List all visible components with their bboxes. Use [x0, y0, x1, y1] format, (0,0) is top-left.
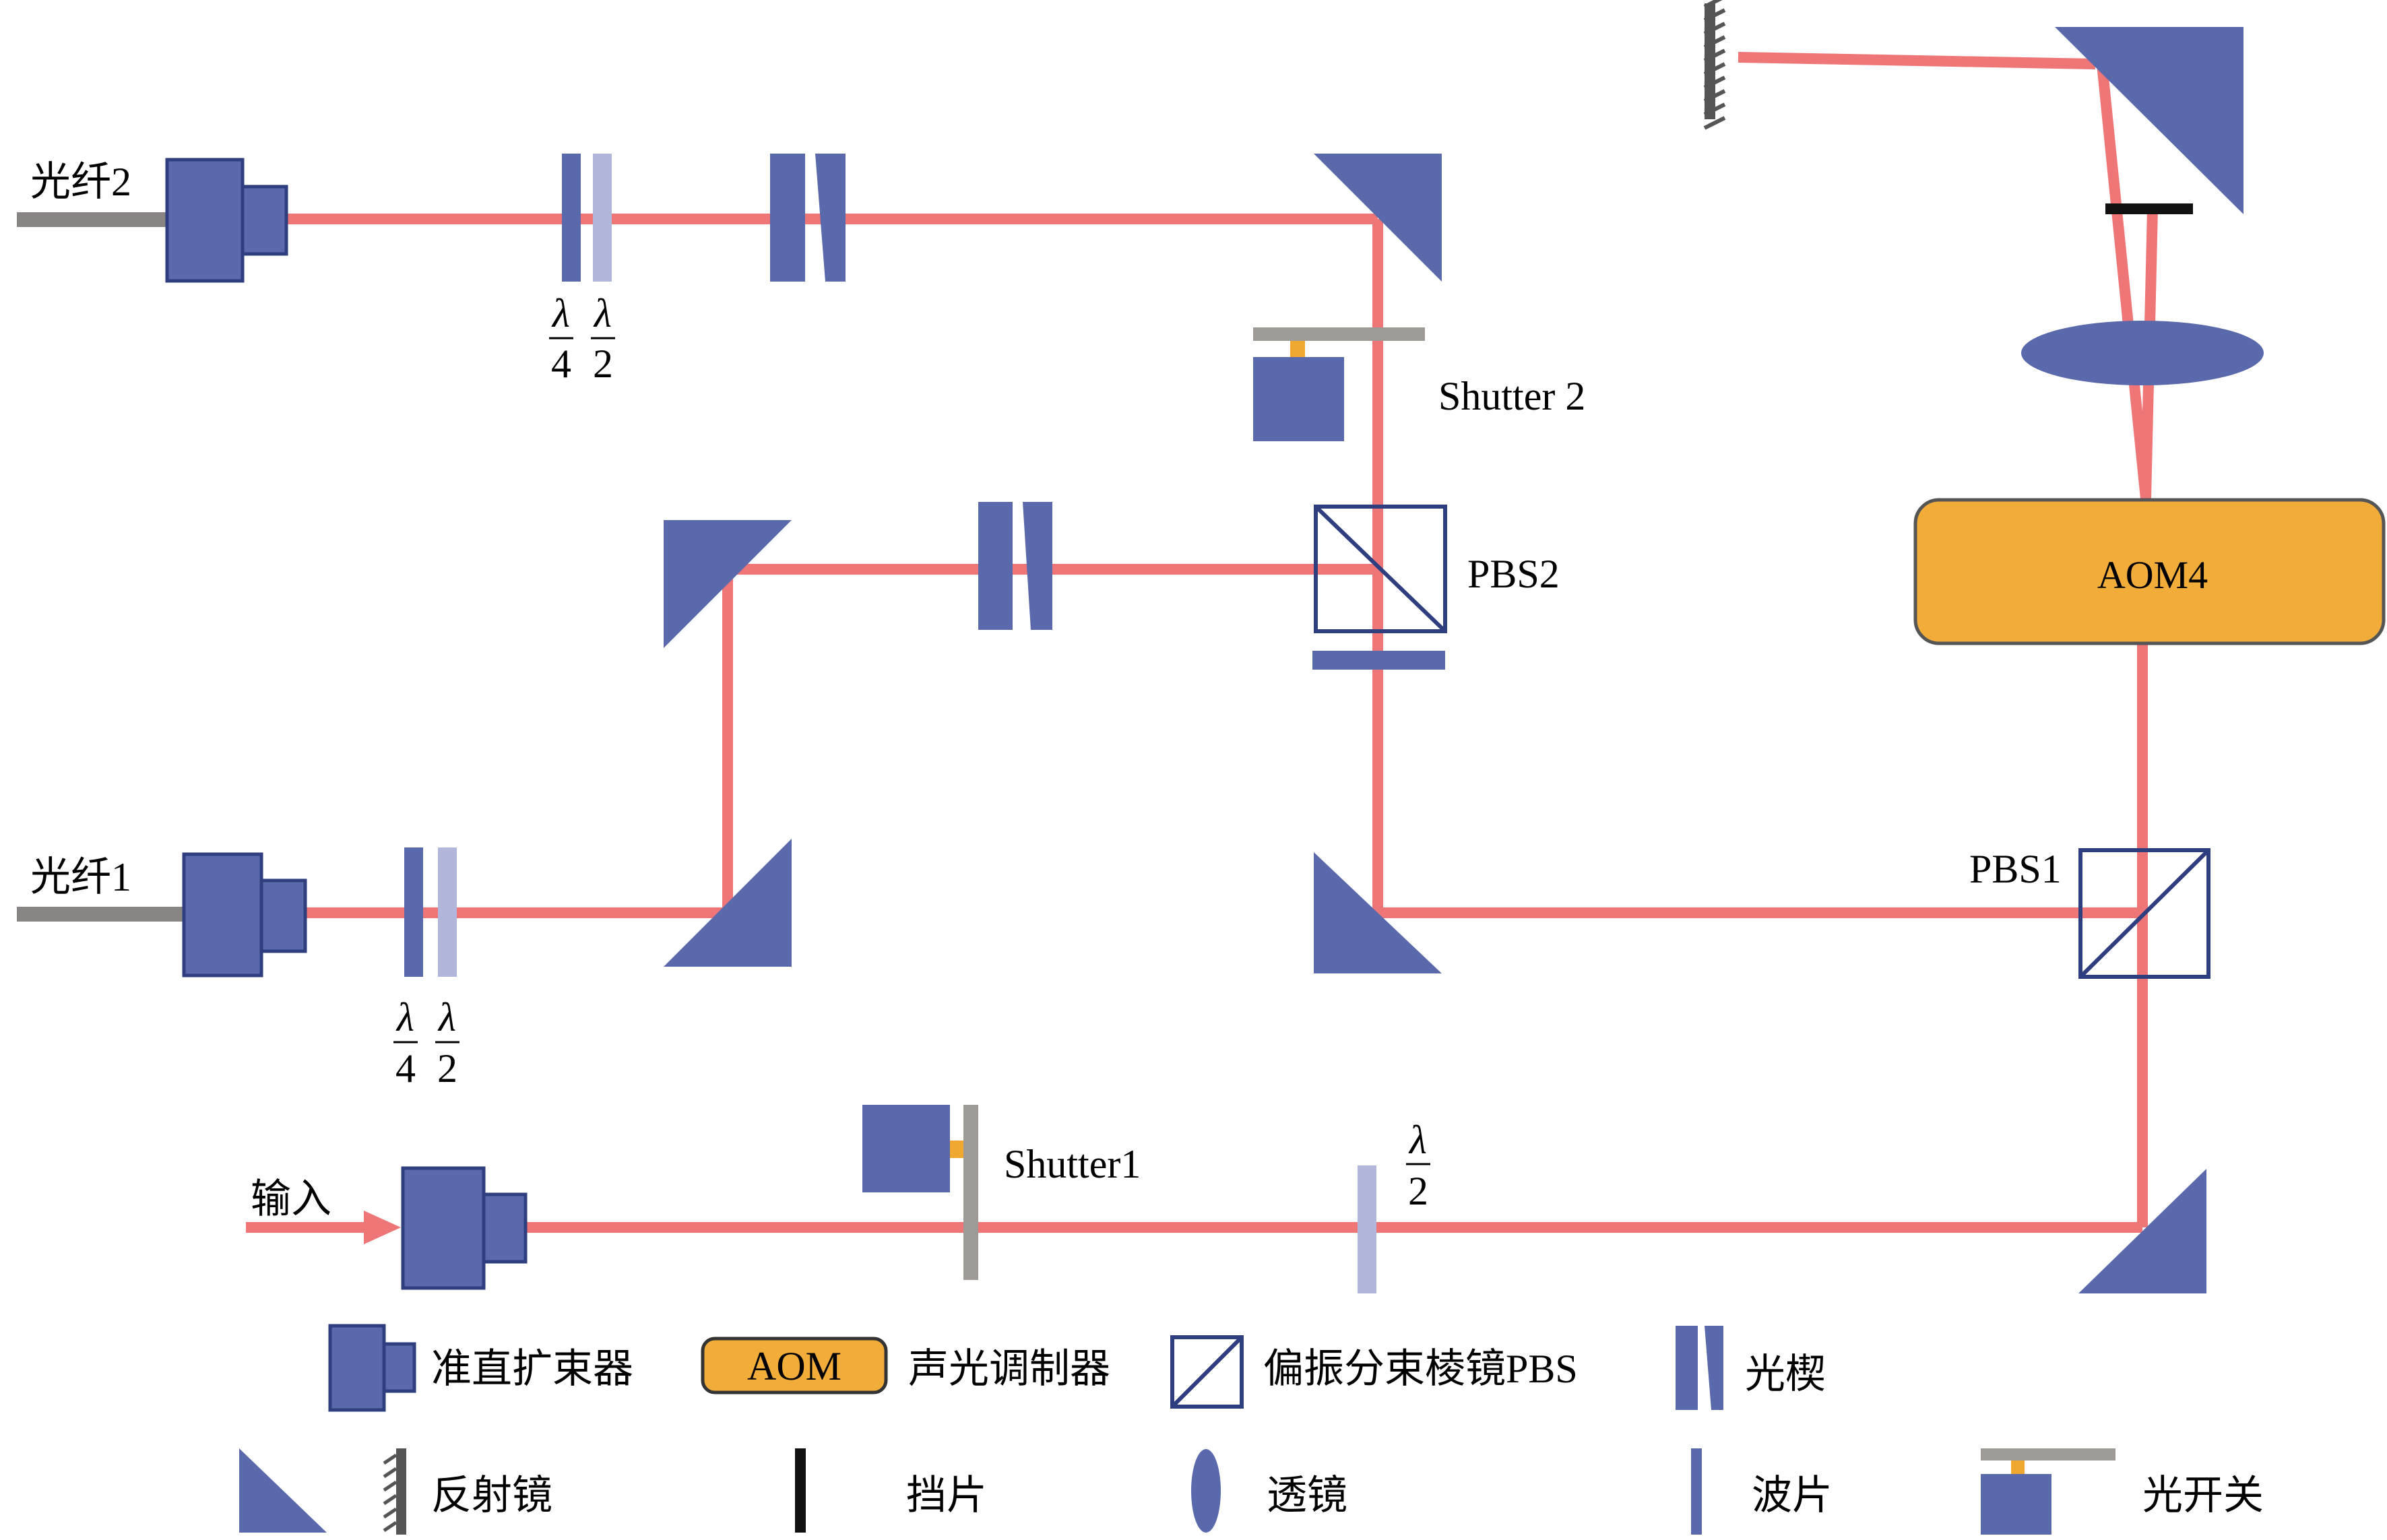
shutter-2 — [1253, 327, 1425, 441]
legend-collimator-label: 准直扩束器 — [431, 1347, 633, 1391]
legend-aom-label: 声光调制器 — [908, 1347, 1110, 1391]
svg-text:4: 4 — [551, 342, 571, 386]
waveplate-half-fiber1 — [438, 847, 457, 977]
svg-text:2: 2 — [1408, 1169, 1428, 1213]
legend-aom-box-label: AOM — [747, 1344, 841, 1388]
legend-pbs-icon — [1170, 1335, 1244, 1409]
waveplate-half-fiber2 — [593, 154, 612, 282]
svg-text:4: 4 — [395, 1046, 416, 1091]
mirror-pbs2-left — [664, 520, 792, 648]
fraction-half-fiber2: λ 2 — [591, 291, 615, 386]
legend-mirror-label: 反射镜 — [431, 1473, 552, 1518]
fiber-1 — [17, 907, 185, 922]
legend-block-label: 挡片 — [906, 1473, 987, 1518]
pbs2 — [1314, 505, 1447, 633]
retro-mirror — [1703, 0, 1726, 130]
legend-lens-icon — [1191, 1449, 1221, 1533]
pbs1-label: PBS1 — [1969, 847, 2062, 891]
svg-text:λ: λ — [395, 995, 414, 1039]
waveplate-quarter-fiber1 — [404, 847, 423, 977]
input-arrow — [246, 1211, 401, 1244]
shutter1-label: Shutter1 — [1004, 1142, 1141, 1186]
wedge-pbs2 — [978, 502, 1052, 630]
legend-mirror-icon — [239, 1448, 327, 1533]
fraction-quarter-fiber1: λ 4 — [393, 995, 418, 1091]
legend-switch-icon — [1981, 1448, 2115, 1535]
pbs1 — [2078, 848, 2210, 979]
legend-block-icon — [795, 1448, 806, 1533]
legend-waveplate-icon — [1691, 1448, 1702, 1535]
fiber-2 — [17, 212, 168, 227]
collimator-input — [401, 1166, 528, 1290]
lens — [2021, 321, 2264, 385]
svg-text:λ: λ — [1408, 1118, 1427, 1162]
svg-text:λ: λ — [593, 291, 612, 335]
input-label: 输入 — [251, 1177, 331, 1221]
svg-text:2: 2 — [437, 1046, 457, 1091]
aom4: AOM4 — [1913, 498, 2386, 645]
svg-text:λ: λ — [437, 995, 456, 1039]
waveplate-half-input — [1358, 1165, 1376, 1293]
beam-retro — [1738, 52, 2096, 69]
legend-wedge-label: 光楔 — [1745, 1352, 1826, 1397]
legend-switch-label: 光开关 — [2142, 1473, 2264, 1518]
mirror-fiber2-corner — [1314, 154, 1442, 282]
legend-collimator-icon — [328, 1324, 416, 1412]
pbs2-label: PBS2 — [1467, 552, 1560, 596]
mirror-input-corner — [2078, 1169, 2206, 1293]
wedge-fiber2 — [770, 154, 846, 282]
legend: 准直扩束器 AOM 声光调制器 偏振分束棱镜PBS 光楔 — [239, 1324, 2264, 1535]
legend-aom-icon: AOM — [701, 1337, 888, 1394]
mirror-fiber1-corner — [664, 839, 792, 967]
shutter2-label: Shutter 2 — [1438, 374, 1585, 418]
beam-block — [2105, 203, 2193, 214]
mirror-aom-top — [2055, 27, 2243, 214]
collimator-fiber1 — [182, 852, 307, 977]
legend-lens-label: 透镜 — [1267, 1473, 1347, 1518]
fiber2-label: 光纤2 — [30, 160, 131, 204]
legend-waveplate-label: 波片 — [1752, 1473, 1833, 1518]
waveplate-quarter-fiber2 — [562, 154, 581, 282]
svg-text:2: 2 — [593, 342, 613, 386]
fraction-half-fiber1: λ 2 — [435, 995, 459, 1091]
mirror-lower-mid — [1314, 852, 1442, 973]
legend-pbs-label: 偏振分束棱镜PBS — [1263, 1347, 1578, 1391]
pbs2-waveplate — [1312, 651, 1445, 670]
svg-text:λ: λ — [551, 291, 570, 335]
beam-aom-to-lens-a — [2097, 63, 2151, 499]
fraction-quarter-fiber2: λ 4 — [549, 291, 573, 386]
legend-retro-mirror-icon — [383, 1448, 406, 1535]
shutter-1 — [862, 1105, 978, 1280]
laser-beams — [286, 52, 2158, 1233]
aom4-label: AOM4 — [2097, 553, 2208, 597]
fiber1-label: 光纤1 — [30, 855, 131, 899]
collimator-fiber2 — [165, 158, 288, 283]
fraction-half-input: λ 2 — [1406, 1118, 1430, 1213]
legend-wedge-icon — [1676, 1326, 1723, 1410]
